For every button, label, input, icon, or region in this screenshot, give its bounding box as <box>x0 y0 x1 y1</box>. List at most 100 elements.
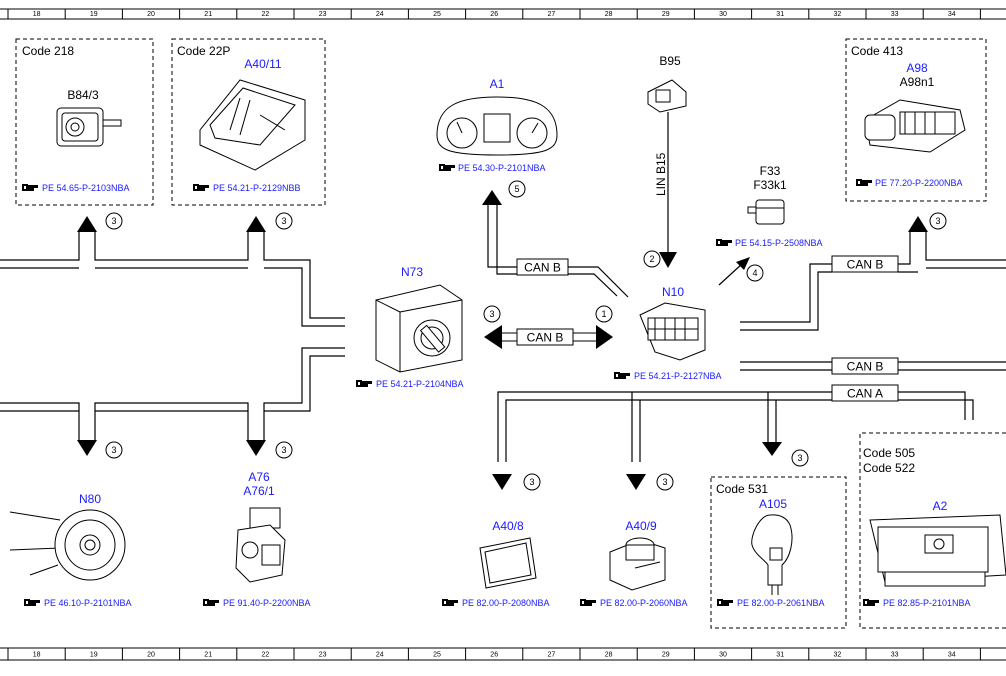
a40-9-label: A40/9 <box>625 519 657 533</box>
bus-label-can-b-mid: CAN B <box>516 328 574 346</box>
ruler-column-number: 22 <box>262 652 270 659</box>
a76-component <box>235 507 286 583</box>
pointing-hand-icon <box>856 179 872 186</box>
marker-3: 3 <box>281 216 286 226</box>
ruler-column-number: 24 <box>376 11 384 18</box>
code-22p-label: Code 22P <box>177 44 230 58</box>
a2-component <box>869 514 1006 587</box>
camera-component <box>56 107 122 147</box>
pointing-hand-icon <box>716 239 732 246</box>
n10-sam-module-component <box>639 302 706 361</box>
ruler-column-number: 19 <box>90 652 98 659</box>
ruler-column-number: 29 <box>662 11 670 18</box>
bus-label-can-b-right: CAN B <box>831 255 899 273</box>
bus-label-can-a: CAN A <box>831 384 899 402</box>
marker-1: 1 <box>601 309 606 319</box>
n10-ref: PE 54.21-P-2127NBA <box>634 371 722 381</box>
a40-9-controller-component <box>609 537 666 591</box>
svg-text:CAN A: CAN A <box>847 387 883 401</box>
marker-3: 3 <box>281 445 286 455</box>
a105-label: A105 <box>759 497 787 511</box>
n73-ignition-switch-component <box>375 284 463 373</box>
arrow-to-f33 <box>718 257 750 286</box>
wiring <box>0 112 1006 462</box>
ruler-column-number: 20 <box>147 11 155 18</box>
ruler-column-number: 23 <box>319 11 327 18</box>
a40-8-display-component <box>479 537 537 589</box>
marker-3: 3 <box>111 445 116 455</box>
a40-11-ref: PE 54.21-P-2129NBB <box>213 183 301 193</box>
code-22p-box <box>171 38 326 206</box>
ruler-column-number: 27 <box>548 652 556 659</box>
a1-ref: PE 54.30-P-2101NBA <box>458 163 546 173</box>
code-413-box <box>845 38 987 202</box>
marker-3: 3 <box>797 453 802 463</box>
code-218-box <box>15 38 154 206</box>
ruler-column-number: 25 <box>433 652 441 659</box>
ruler-column-number: 21 <box>204 11 212 18</box>
ruler-column-number: 26 <box>490 11 498 18</box>
marker-3: 3 <box>935 216 940 226</box>
n73-ref: PE 54.21-P-2104NBA <box>376 379 464 389</box>
a98-label: A98 <box>906 61 928 75</box>
code-505-box <box>859 432 1006 629</box>
ruler-column-number: 30 <box>719 11 727 18</box>
code-531-label: Code 531 <box>716 482 768 496</box>
ruler-column-number: 34 <box>948 11 956 18</box>
svg-text:CAN B: CAN B <box>527 331 564 345</box>
pointing-hand-icon <box>717 599 733 606</box>
f33-label: F33 <box>760 164 781 178</box>
ruler-column-number: 28 <box>605 11 613 18</box>
marker-5: 5 <box>514 184 519 194</box>
ruler-column-number: 28 <box>605 652 613 659</box>
pointing-hand-icon <box>356 380 372 387</box>
b84-3-label: B84/3 <box>67 88 99 102</box>
marker-3: 3 <box>489 309 494 319</box>
ruler-column-number: 33 <box>891 11 899 18</box>
a98-ref: PE 77.20-P-2200NBA <box>875 178 963 188</box>
markers <box>105 180 947 491</box>
pointing-hand-icon <box>24 599 40 606</box>
ruler-column-number: 31 <box>776 11 784 18</box>
pointing-hand-icon <box>442 599 458 606</box>
ruler-column-number: 32 <box>834 11 842 18</box>
a98n1-label: A98n1 <box>900 75 935 89</box>
code-218-label: Code 218 <box>22 44 74 58</box>
ruler-column-number: 33 <box>891 652 899 659</box>
pointing-hand-icon <box>580 599 596 606</box>
a105-component <box>751 514 793 595</box>
n80-label: N80 <box>79 492 101 506</box>
code-505-label: Code 505 <box>863 446 915 460</box>
a76-1-label: A76/1 <box>243 484 275 498</box>
ruler-column-number: 23 <box>319 652 327 659</box>
ruler-top <box>0 8 1006 20</box>
n80-steering-column-module-component <box>9 509 126 581</box>
a40-9-ref: PE 82.00-P-2060NBA <box>600 598 688 608</box>
can-b-double-arrow <box>484 325 613 349</box>
svg-text:CAN B: CAN B <box>524 261 561 275</box>
f33-relay-component <box>747 199 785 225</box>
ruler-column-number: 34 <box>948 652 956 659</box>
ruler-column-number: 32 <box>834 652 842 659</box>
a1-label: A1 <box>490 77 505 91</box>
marker-3: 3 <box>529 477 534 487</box>
svg-text:CAN B: CAN B <box>847 258 884 272</box>
a76-label: A76 <box>248 470 270 484</box>
code-413-label: Code 413 <box>851 44 903 58</box>
pointing-hand-icon <box>193 184 209 191</box>
n10-label: N10 <box>662 285 684 299</box>
pointing-hand-icon <box>863 599 879 606</box>
bus-label-can-b-lower: CAN B <box>831 357 899 375</box>
code-531-box <box>710 476 847 629</box>
pointing-hand-icon <box>614 372 630 379</box>
a2-ref: PE 82.85-P-2101NBA <box>883 598 971 608</box>
marker-4: 4 <box>752 268 757 278</box>
svg-text:CAN B: CAN B <box>847 360 884 374</box>
b95-label: B95 <box>659 54 681 68</box>
ruler-column-number: 22 <box>262 11 270 18</box>
ruler-column-number: 18 <box>33 11 41 18</box>
ruler-column-number: 21 <box>204 652 212 659</box>
n80-ref: PE 46.10-P-2101NBA <box>44 598 132 608</box>
ruler-column-number: 31 <box>776 652 784 659</box>
f33-ref: PE 54.15-P-2508NBA <box>735 238 823 248</box>
